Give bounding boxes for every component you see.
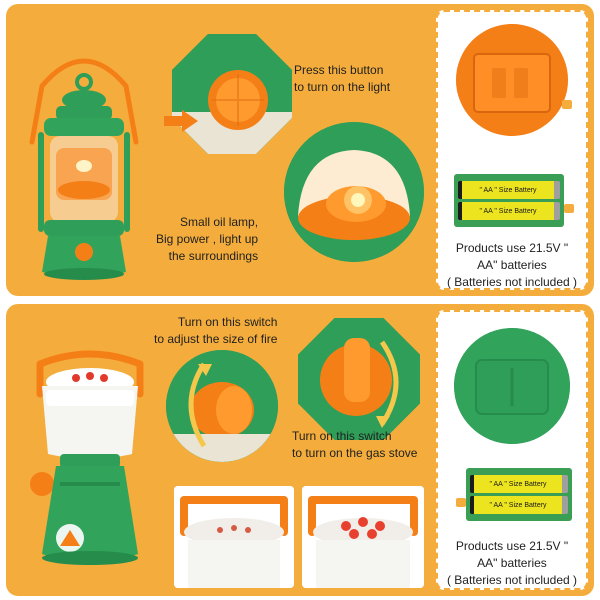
oil-lamp-image — [29, 58, 139, 280]
top-panel: Press this button to turn on the light S… — [6, 4, 594, 296]
button-closeup-image — [172, 34, 292, 154]
battery: " AA " Size Battery — [458, 202, 560, 220]
curved-arrow-icon — [376, 340, 399, 428]
burner-off-image — [174, 486, 294, 588]
battery: " AA " Size Battery — [470, 496, 568, 514]
stove-caption: Turn on this switch to turn on the gas s… — [292, 429, 418, 460]
lamp-bottom-tab — [562, 100, 572, 109]
fire-caption: Turn on this switch to adjust the size o… — [154, 315, 278, 346]
battery: " AA " Size Battery — [458, 181, 560, 199]
arrow-right-icon — [164, 110, 198, 132]
stove-switch-closeup-image — [298, 318, 420, 440]
lamp-caption: Small oil lamp, Big power , light up the… — [156, 215, 259, 263]
battery: " AA " Size Battery — [470, 475, 568, 493]
lamp-bottom-image — [456, 24, 568, 136]
curved-arrow-icon — [188, 362, 212, 448]
gas-stove-image — [30, 350, 144, 565]
lit-lamp-closeup-image — [284, 122, 424, 262]
bottom-battery-caption: Products use 21.5V " AA" batteries ( Bat… — [446, 539, 578, 587]
battery-pack-tab — [456, 498, 466, 507]
button-caption: Press this button to turn on the light — [294, 63, 391, 94]
bottom-battery-pack: " AA " Size Battery " AA " Size Battery — [466, 468, 572, 521]
bottom-battery-box: " AA " Size Battery " AA " Size Battery … — [436, 310, 588, 590]
top-battery-box: " AA " Size Battery " AA " Size Battery … — [436, 10, 588, 290]
battery-pack-tab — [564, 204, 574, 213]
burner-on-image — [302, 486, 424, 588]
top-battery-caption: Products use 21.5V " AA" batteries ( Bat… — [446, 241, 578, 289]
stove-bottom-image — [454, 328, 570, 444]
top-battery-pack: " AA " Size Battery " AA " Size Battery — [454, 174, 564, 227]
fire-knob-closeup-image — [166, 350, 278, 462]
bottom-panel: Turn on this switch to adjust the size o… — [6, 304, 594, 596]
